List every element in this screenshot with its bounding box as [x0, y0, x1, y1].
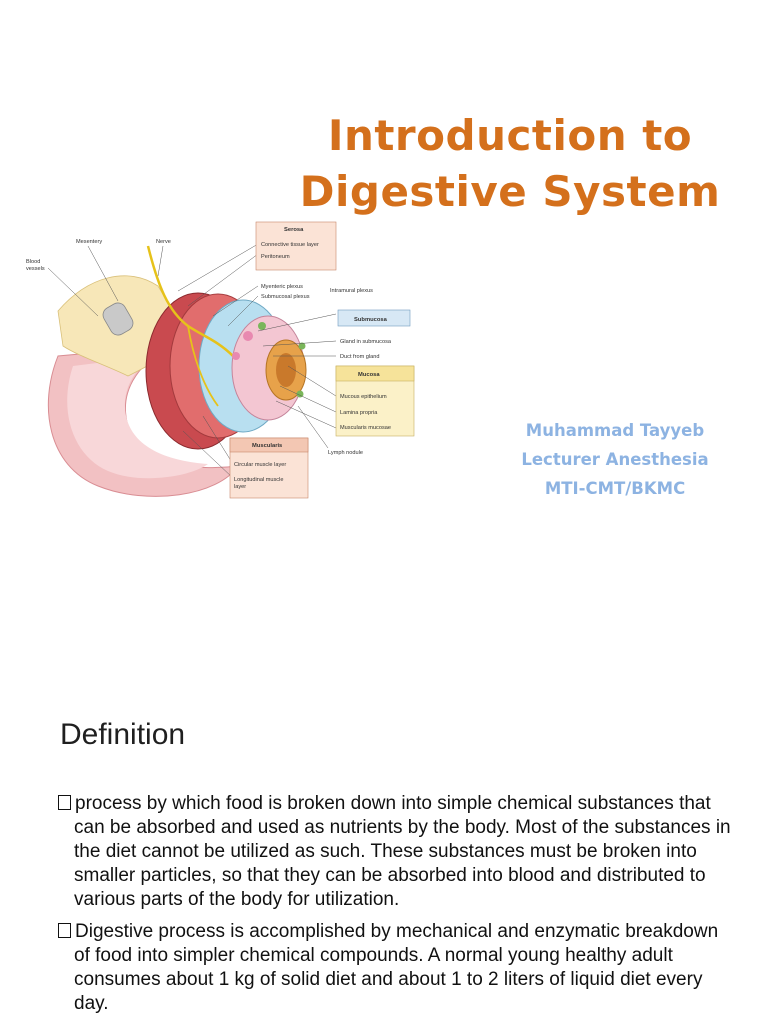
- submucosa-box: [337, 309, 411, 327]
- author-block: Muhammad Tayyeb Lecturer Anesthesia MTI-…: [490, 416, 740, 503]
- title-line-2: Digestive System: [299, 167, 721, 216]
- definition-slide: Definition process by which food is brok…: [0, 700, 768, 1024]
- label-blood-vessels-2: vessels: [26, 266, 45, 272]
- bullet-text-2: Digestive process is accomplished by mec…: [74, 921, 719, 1014]
- label-blood-vessels-1: Blood: [26, 259, 40, 265]
- checkbox-bullet-icon: [58, 923, 71, 938]
- label-nerve: Nerve: [156, 239, 171, 245]
- label-longitudinal-1: Longitudinal muscle: [234, 477, 283, 483]
- author-name: Muhammad Tayyeb: [525, 421, 705, 440]
- gi-wall-diagram: Mesentery Nerve Blood vessels Serosa Con…: [26, 221, 415, 499]
- bullet-text-1: process by which food is broken down int…: [74, 793, 731, 910]
- label-muscularis-mucosae: Muscularis mucosae: [340, 425, 391, 431]
- definition-heading: Definition: [60, 718, 186, 751]
- label-intramural: Intramural plexus: [330, 288, 373, 294]
- serosa-box: [255, 221, 337, 271]
- author-org: MTI-CMT/BKMC: [544, 479, 686, 498]
- definition-list: process by which food is broken down int…: [58, 792, 738, 1024]
- label-peritoneum: Peritoneum: [261, 254, 290, 260]
- list-item: Digestive process is accomplished by mec…: [58, 920, 738, 1016]
- title-slide: Introduction to Digestive System: [26, 108, 750, 503]
- intestine-inner: [67, 356, 208, 479]
- title-line-1: Introduction to: [327, 111, 693, 160]
- list-item: process by which food is broken down int…: [58, 792, 738, 912]
- label-submucosa: Submucosa: [354, 317, 388, 323]
- label-longitudinal-2: layer: [234, 484, 246, 490]
- blood-vessel-tube: [102, 302, 134, 336]
- label-circular: Circular muscle layer: [234, 462, 286, 468]
- label-muscularis: Muscularis: [252, 443, 282, 449]
- label-lymph-nodule: Lymph nodule: [328, 450, 363, 456]
- label-gland: Gland in submucosa: [340, 339, 392, 345]
- label-mucosa: Mucosa: [358, 372, 380, 378]
- label-mesentery: Mesentery: [76, 239, 102, 245]
- checkbox-bullet-icon: [58, 795, 71, 810]
- label-lamina-propria: Lamina propria: [340, 410, 378, 416]
- label-myenteric: Myenteric plexus: [261, 284, 303, 290]
- author-role: Lecturer Anesthesia: [521, 450, 709, 469]
- label-serosa: Serosa: [284, 227, 304, 233]
- label-submucosal-plexus: Submucosal plexus: [261, 294, 310, 300]
- slide-title: Introduction to Digestive System: [270, 108, 750, 220]
- label-mucous-epithelium: Mucous epithelium: [340, 394, 387, 400]
- label-connective: Connective tissue layer: [261, 242, 319, 248]
- label-duct: Duct from gland: [340, 354, 379, 360]
